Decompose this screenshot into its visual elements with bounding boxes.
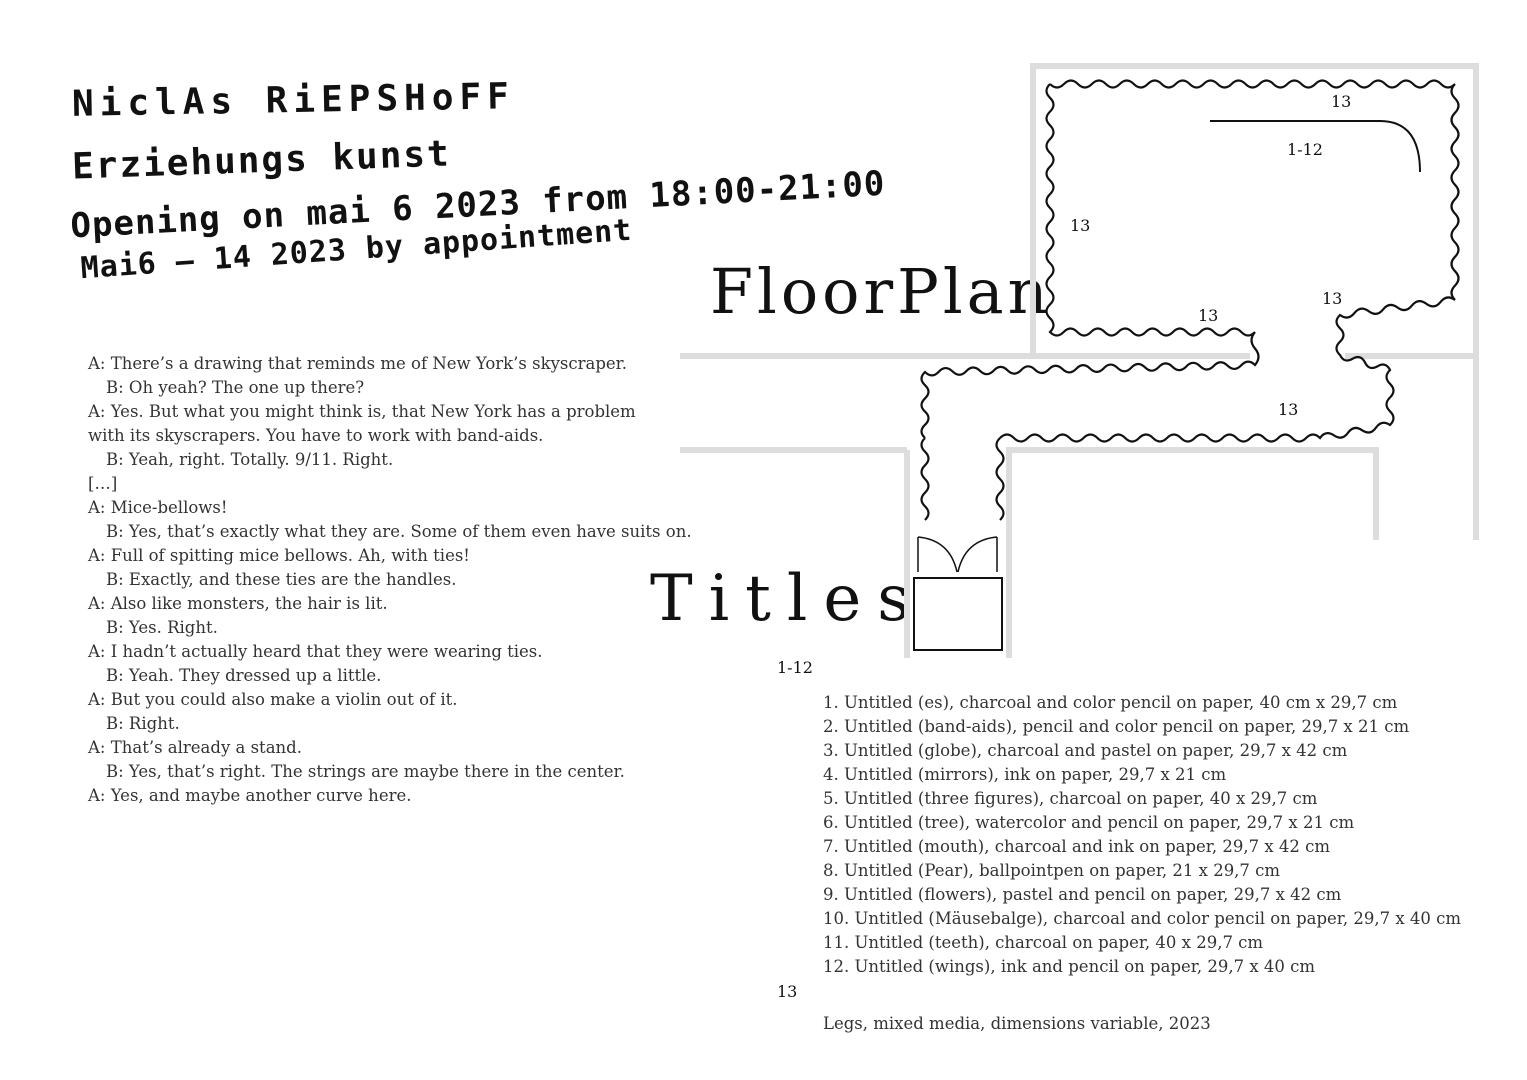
dialogue-line: A: But you could also make a violin out … [88, 690, 458, 709]
label-13-left: 13 [1070, 216, 1091, 235]
group-label-13: 13 [777, 982, 798, 1001]
corridor-wavy-wall [920, 83, 1260, 521]
floorplan-heading: FloorPlan [710, 255, 1052, 328]
label-13-right: 13 [1322, 289, 1343, 308]
work-item: 12. Untitled (wings), ink and pencil on … [823, 957, 1315, 976]
room-wavy-wall [999, 79, 1460, 443]
dialogue-line: with its skyscrapers. You have to work w… [88, 426, 544, 445]
work-item: 7. Untitled (mouth), charcoal and ink on… [823, 837, 1331, 856]
work-item: 9. Untitled (flowers), pastel and pencil… [823, 885, 1342, 904]
dialogue-line: A: Yes, and maybe another curve here. [88, 786, 412, 805]
group-label-1-12: 1-12 [777, 658, 813, 677]
dialogue-line: B: Right. [106, 714, 180, 733]
dialogue-line: B: Oh yeah? The one up there? [106, 378, 365, 397]
dialogue-line: B: Yeah, right. Totally. 9/11. Right. [106, 450, 394, 469]
work-item: 10. Untitled (Mäusebalge), charcoal and … [823, 909, 1462, 928]
dialogue-line: A: Also like monsters, the hair is lit. [88, 594, 388, 613]
entrance-door [917, 536, 998, 573]
floorplan-walls [680, 63, 1479, 658]
work-item: 6. Untitled (tree), watercolor and penci… [823, 813, 1355, 832]
dialogue-line: A: Yes. But what you might think is, tha… [88, 402, 636, 421]
dialogue-line: B: Yes, that’s exactly what they are. So… [106, 522, 692, 541]
label-13-corridor: 13 [1278, 400, 1299, 419]
dialogue-line: A: That’s already a stand. [88, 738, 302, 757]
dialogue-line: B: Yes. Right. [106, 618, 218, 637]
work-item: 5. Untitled (three figures), charcoal on… [823, 789, 1318, 808]
dialogue-line: […] [88, 474, 118, 493]
work-item: 1. Untitled (es), charcoal and color pen… [823, 693, 1398, 712]
label-1-12-room: 1-12 [1287, 140, 1323, 159]
works-list: 1. Untitled (es), charcoal and color pen… [823, 691, 1461, 979]
dialogue-line: B: Yes, that’s right. The strings are ma… [106, 762, 625, 781]
work-item: 4. Untitled (mirrors), ink on paper, 29,… [823, 765, 1227, 784]
label-13-top: 13 [1331, 92, 1352, 111]
dialogue-line: A: There’s a drawing that reminds me of … [88, 354, 627, 373]
work-item: 2. Untitled (band-aids), pencil and colo… [823, 717, 1410, 736]
work-item: 3. Untitled (globe), charcoal and pastel… [823, 741, 1348, 760]
legs-work: Legs, mixed media, dimensions variable, … [823, 1014, 1211, 1033]
dialogue-line: A: I hadn’t actually heard that they wer… [88, 642, 543, 661]
dialogue-line: A: Full of spitting mice bellows. Ah, wi… [88, 546, 470, 565]
dialogue-line: B: Exactly, and these ties are the handl… [106, 570, 457, 589]
entrance-box [913, 577, 1003, 651]
curved-display-wall [1210, 120, 1421, 173]
titles-heading: Titles [650, 562, 927, 636]
dialogue-line: B: Yeah. They dressed up a little. [106, 666, 382, 685]
work-item: 11. Untitled (teeth), charcoal on paper,… [823, 933, 1264, 952]
dialogue-transcript: A: There’s a drawing that reminds me of … [88, 352, 728, 808]
work-item: 8. Untitled (Pear), ballpointpen on pape… [823, 861, 1281, 880]
dialogue-line: A: Mice-bellows! [88, 498, 228, 517]
label-13-bottom: 13 [1198, 306, 1219, 325]
